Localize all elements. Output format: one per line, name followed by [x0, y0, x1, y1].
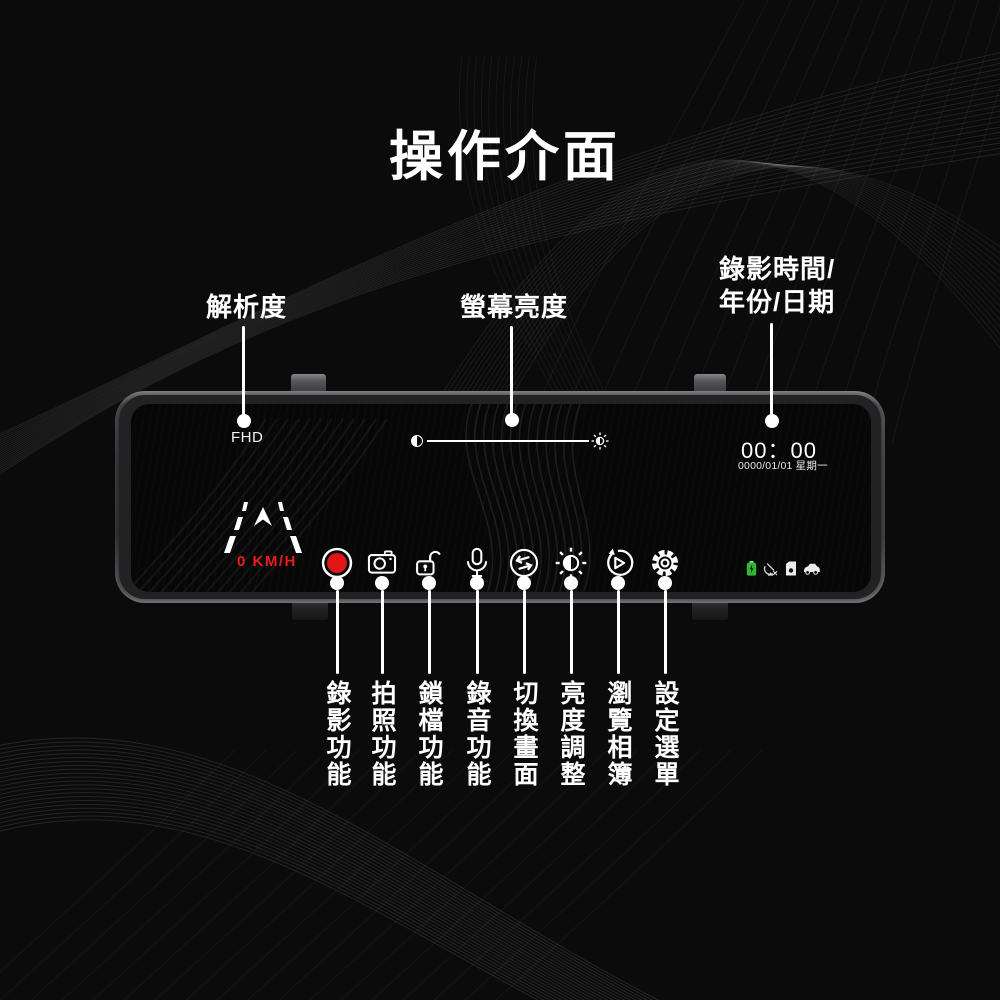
callout-dot — [564, 576, 578, 590]
callout-datetime-line2: 年份/日期 — [719, 287, 836, 317]
brightness-adjust-icon[interactable] — [554, 546, 588, 580]
brightness-sun-icon — [591, 432, 609, 450]
mirror-screen — [131, 404, 871, 592]
sd-card-icon — [786, 561, 796, 576]
battery-icon — [746, 561, 757, 576]
callout-datetime-line1: 錄影時間/ — [719, 254, 836, 284]
gps-off-icon — [763, 563, 778, 576]
callout-resolution-dot — [237, 414, 251, 428]
callout-brightness-dot — [505, 413, 519, 427]
camera-icon[interactable] — [365, 546, 399, 580]
function-label: 錄影功能 — [323, 680, 351, 788]
callout-line — [569, 590, 573, 674]
callout-dot — [470, 576, 484, 590]
callout-line — [616, 590, 620, 674]
switch-view-icon[interactable] — [507, 546, 541, 580]
callout-resolution-line — [242, 326, 245, 416]
microphone-icon[interactable] — [460, 546, 494, 580]
mount-clip-top-right — [694, 374, 726, 394]
callout-dot — [658, 576, 672, 590]
callout-dot — [330, 576, 344, 590]
callout-brightness-line — [510, 326, 513, 415]
screen-texture — [131, 404, 871, 592]
record-icon[interactable] — [320, 546, 354, 580]
mount-clip-top-left — [291, 374, 326, 394]
recording-time: 00：00 — [741, 438, 817, 463]
speed-display: 0 KM/H — [237, 553, 297, 570]
callout-line — [663, 590, 667, 674]
function-label: 瀏覽相簿 — [604, 680, 632, 788]
function-label: 鎖檔功能 — [415, 680, 443, 788]
callout-dot — [375, 576, 389, 590]
callout-dot — [611, 576, 625, 590]
lock-open-icon[interactable] — [412, 546, 446, 580]
callout-datetime-label: 錄影時間/ 年份/日期 — [719, 253, 835, 319]
car-icon — [804, 563, 820, 575]
settings-gear-icon[interactable] — [648, 546, 682, 580]
callout-line — [522, 590, 526, 674]
callout-line — [380, 590, 384, 674]
callout-datetime-dot — [765, 414, 779, 428]
contrast-icon — [411, 435, 423, 447]
function-label: 設定選單 — [651, 680, 679, 788]
function-label: 亮度調整 — [557, 680, 585, 788]
callout-line — [427, 590, 431, 674]
album-replay-icon[interactable] — [601, 546, 635, 580]
screen-wallpaper-waves — [131, 404, 591, 592]
resolution-value: FHD — [231, 429, 264, 446]
callout-line — [475, 590, 479, 674]
callout-line — [335, 590, 339, 674]
function-label: 拍照功能 — [368, 680, 396, 788]
callout-brightness-label: 螢幕亮度 — [460, 292, 569, 322]
page-title: 操作介面 — [389, 127, 621, 187]
brightness-indicator-line — [427, 440, 589, 442]
callout-dot — [422, 576, 436, 590]
mount-clip-bottom-right — [692, 598, 728, 620]
callout-resolution-label: 解析度 — [206, 292, 288, 322]
callout-datetime-line — [770, 323, 773, 415]
function-label: 切換畫面 — [510, 680, 538, 788]
mount-clip-bottom-left — [292, 598, 328, 620]
date-display: 0000/01/01 星期一 — [738, 460, 828, 472]
function-label: 錄音功能 — [463, 680, 491, 788]
callout-dot — [517, 576, 531, 590]
lane-assist-graphic — [224, 502, 302, 553]
status-icon-row — [746, 561, 820, 576]
